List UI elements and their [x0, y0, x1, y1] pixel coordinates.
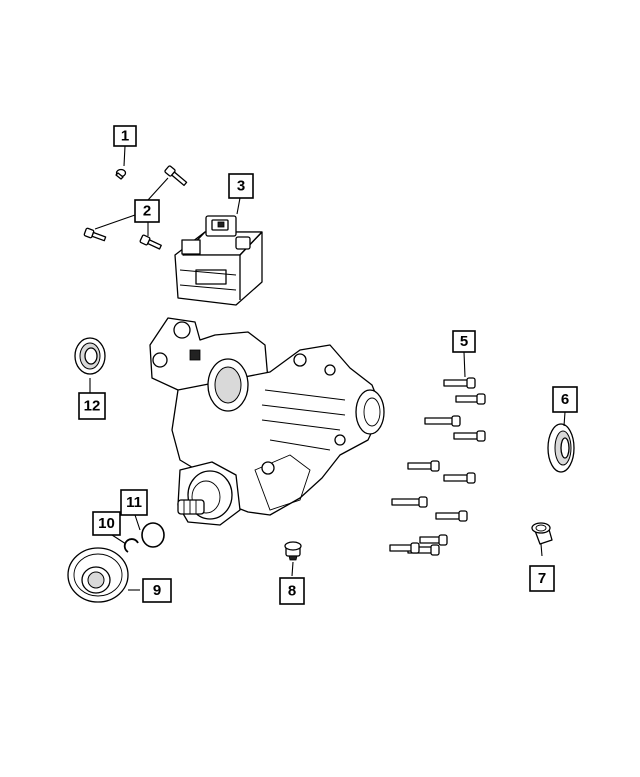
part-2-bolts	[83, 165, 188, 250]
callout-2: 2	[134, 199, 160, 223]
callout-10: 10	[92, 511, 121, 536]
callout-5: 5	[452, 330, 476, 353]
callout-11: 11	[120, 489, 148, 516]
callout-2-label: 2	[143, 203, 151, 220]
part-7-plug	[531, 522, 553, 545]
part-6-seal	[547, 423, 575, 473]
callout-8-label: 8	[288, 583, 296, 600]
callout-6-label: 6	[561, 391, 569, 408]
callout-6: 6	[552, 386, 578, 413]
callout-1-label: 1	[121, 128, 129, 145]
part-8-plug	[284, 541, 302, 561]
callout-3: 3	[228, 173, 254, 199]
callout-12: 12	[78, 392, 106, 420]
part-3-control-module	[174, 215, 263, 306]
callout-10-label: 10	[98, 515, 115, 532]
callout-7: 7	[529, 565, 555, 592]
part-12-seal	[74, 337, 106, 375]
callout-9: 9	[142, 578, 172, 603]
callout-5-label: 5	[460, 333, 468, 350]
transfer-case-housing	[149, 317, 385, 526]
callout-11-label: 11	[126, 494, 142, 511]
part-10-snap-ring	[123, 538, 139, 553]
callout-12-label: 12	[84, 398, 101, 415]
part-1-screw	[115, 168, 127, 180]
part-11-o-ring	[141, 522, 165, 548]
callout-1: 1	[113, 125, 137, 147]
part-9-flange	[67, 547, 129, 603]
callout-3-label: 3	[237, 178, 245, 195]
part-5-bolts	[389, 377, 486, 556]
callout-9-label: 9	[153, 582, 161, 599]
leader-lines	[89, 145, 566, 591]
callout-8: 8	[279, 577, 305, 605]
callout-7-label: 7	[538, 570, 546, 587]
